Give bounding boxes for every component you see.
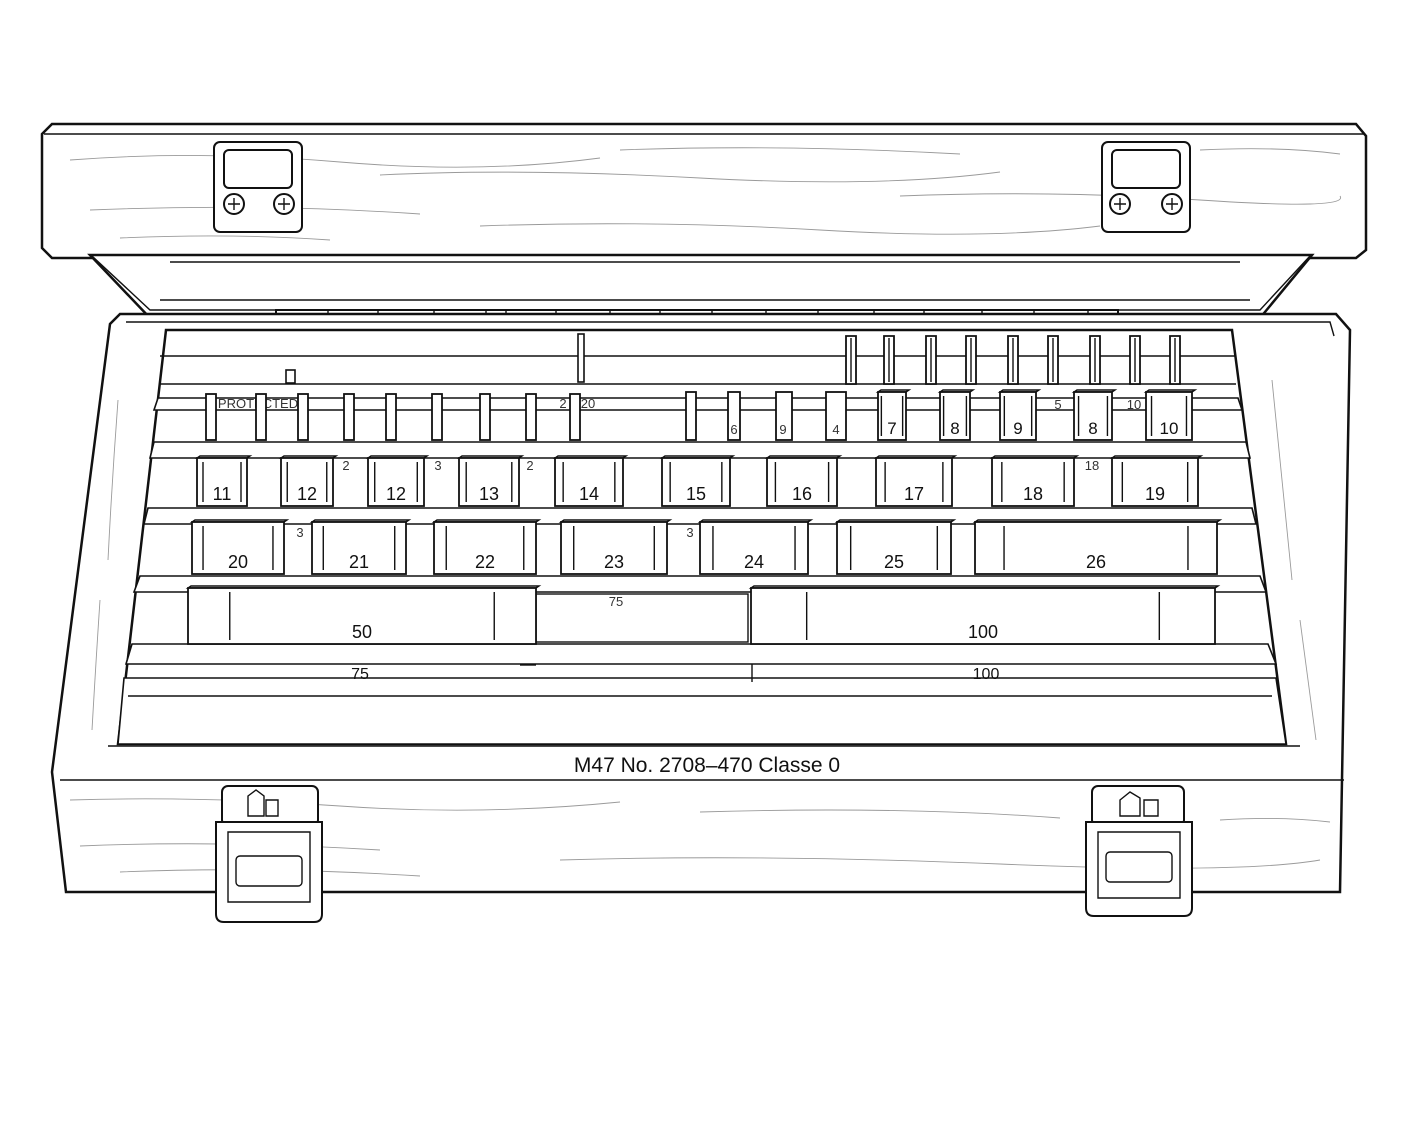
upright-plate bbox=[1089, 335, 1101, 385]
gauge-block: 21 bbox=[309, 519, 412, 575]
block-label: 4 bbox=[832, 422, 839, 437]
front-clasp-left bbox=[215, 785, 323, 923]
block-label: 11 bbox=[213, 484, 232, 504]
gauge-block: 13 bbox=[456, 455, 525, 507]
block-label: 13 bbox=[479, 484, 499, 504]
groove-mark: 3 bbox=[434, 458, 441, 473]
block-label: 7 bbox=[887, 419, 896, 438]
block-label: 21 bbox=[349, 552, 369, 572]
row1-thin-blocks bbox=[205, 393, 581, 441]
block-label: 16 bbox=[792, 484, 812, 504]
block-label: 26 bbox=[1086, 552, 1106, 572]
block-label: 24 bbox=[744, 552, 764, 572]
thin-gauge-block bbox=[205, 393, 217, 441]
block-label: 8 bbox=[1088, 419, 1097, 438]
groove-mark: 20 bbox=[581, 396, 595, 411]
lid-latch-left bbox=[213, 141, 303, 233]
groove-label: 100 bbox=[973, 666, 1000, 683]
gauge-block: 23 bbox=[558, 519, 673, 575]
block-label: 6 bbox=[730, 422, 737, 437]
gauge-block: 14 bbox=[552, 455, 629, 507]
block-label: 25 bbox=[884, 552, 904, 572]
groove-mark: 2 bbox=[559, 396, 566, 411]
gauge-block: 24 bbox=[697, 519, 814, 575]
gauge-block: 16 bbox=[764, 455, 843, 507]
gauge-block: 9 bbox=[997, 389, 1042, 441]
groove-mark: 3 bbox=[686, 525, 693, 540]
groove-mark: 2 bbox=[526, 458, 533, 473]
groove-mark: 3 bbox=[296, 525, 303, 540]
gauge-block: 12 bbox=[365, 455, 430, 507]
gauge-block: 8 bbox=[937, 389, 976, 441]
row1-gauge-blocks: 7 8 9 8 10 bbox=[875, 389, 1198, 441]
groove-mark: 2 bbox=[342, 458, 349, 473]
thin-gauge-block bbox=[525, 393, 537, 441]
thin-gauge-block bbox=[297, 393, 309, 441]
block-label: 9 bbox=[779, 422, 786, 437]
gauge-block: 20 bbox=[189, 519, 290, 575]
row3-gauge-blocks: 20 21 22 23 24 25 26 bbox=[189, 519, 1223, 575]
upright-plate bbox=[883, 335, 895, 385]
block-label: 10 bbox=[1160, 419, 1179, 438]
gauge-block: 100 bbox=[748, 585, 1221, 645]
gauge-block: 10 bbox=[1143, 389, 1198, 441]
upright-plate bbox=[1129, 335, 1141, 385]
groove-mark: 5 bbox=[1054, 397, 1061, 412]
front-clasp-right bbox=[1085, 785, 1193, 917]
block-label: 15 bbox=[686, 484, 706, 504]
gauge-block: 19 bbox=[1109, 455, 1204, 507]
case-lid bbox=[40, 122, 1368, 320]
gauge-block: 8 bbox=[1071, 389, 1118, 441]
block-label: 22 bbox=[475, 552, 495, 572]
gauge-block: 17 bbox=[873, 455, 958, 507]
lid-latch-right bbox=[1101, 141, 1191, 233]
groove-mark: 18 bbox=[1085, 458, 1099, 473]
gauge-block: 22 bbox=[431, 519, 542, 575]
gauge-block: 18 bbox=[989, 455, 1080, 507]
thin-gauge-block bbox=[385, 393, 397, 441]
row2-gauge-blocks: 11 12 12 13 14 15 16 17 18 19 bbox=[194, 455, 1204, 507]
thin-gauge-block bbox=[431, 393, 443, 441]
groove-label: 75 bbox=[609, 594, 623, 609]
upright-plate bbox=[1007, 335, 1019, 385]
upright-plate bbox=[925, 335, 937, 385]
gauge-block: 12 bbox=[278, 455, 339, 507]
upright-plate bbox=[1169, 335, 1181, 385]
block-label: 12 bbox=[386, 484, 406, 504]
back-upright-plates bbox=[845, 335, 1181, 385]
gauge-block: 26 bbox=[972, 519, 1223, 575]
thin-gauge-block bbox=[569, 393, 581, 441]
block-label: 23 bbox=[604, 552, 624, 572]
upright-plate bbox=[1047, 335, 1059, 385]
thin-gauge-block bbox=[343, 393, 355, 441]
thin-gauge-block bbox=[479, 393, 491, 441]
gauge-block: 11 bbox=[194, 455, 253, 507]
gauge-block: 15 bbox=[659, 455, 736, 507]
groove-label: 75 bbox=[351, 666, 369, 683]
upright-plate bbox=[965, 335, 977, 385]
small-tab bbox=[285, 369, 296, 384]
case-caption: M47 No. 2708–470 Classe 0 bbox=[574, 754, 840, 777]
gauge-block: 7 bbox=[875, 389, 912, 441]
block-label: 100 bbox=[968, 622, 998, 642]
block-label: 50 bbox=[352, 622, 372, 642]
row1-mid-slivers: 6 9 4 bbox=[685, 391, 847, 441]
block-label: 17 bbox=[904, 484, 924, 504]
row4-gauge-blocks: 50 100 bbox=[185, 585, 1221, 645]
groove-mark: 10 bbox=[1127, 397, 1141, 412]
gauge-block: 25 bbox=[834, 519, 957, 575]
upright-plate bbox=[845, 335, 857, 385]
block-label: 9 bbox=[1013, 419, 1022, 438]
block-label: 8 bbox=[950, 419, 959, 438]
thin-gauge-block bbox=[255, 393, 267, 441]
block-label: 19 bbox=[1145, 484, 1165, 504]
gauge-block: 50 bbox=[185, 585, 542, 645]
block-label: 12 bbox=[297, 484, 317, 504]
block-label: 14 bbox=[579, 484, 599, 504]
block-label: 20 bbox=[228, 552, 248, 572]
block-label: 18 bbox=[1023, 484, 1043, 504]
